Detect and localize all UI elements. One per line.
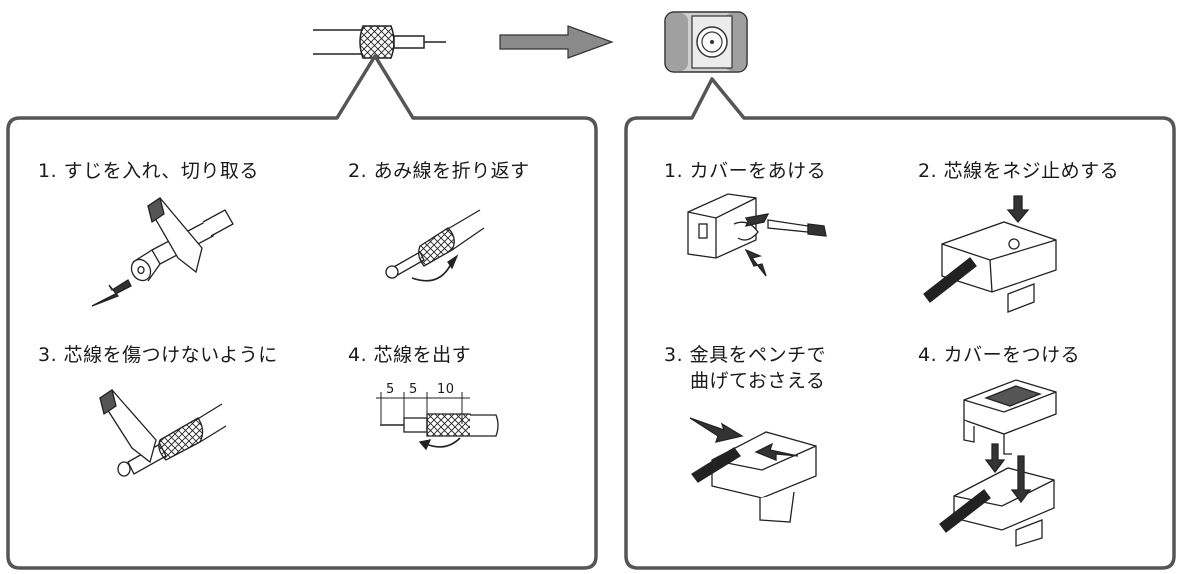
- open-cover-illustration: [687, 193, 827, 277]
- step-label-open-cover: 1. カバーをあける: [664, 160, 827, 182]
- cut-sheath-illustration: [91, 196, 234, 307]
- careful-cut-illustration: [99, 388, 227, 477]
- step-label-crimp: 3. 金具をペンチで: [664, 344, 827, 366]
- step-label-fold: 2. あみ線を折り返す: [348, 160, 530, 182]
- left-panel: [6, 54, 598, 570]
- dimension-10: 10: [437, 382, 455, 397]
- step-label-careful: 3. 芯線を傷つけないように: [38, 344, 278, 366]
- step-label-expose: 4. 芯線を出す: [348, 344, 472, 366]
- crimp-bracket-illustration: [689, 417, 817, 523]
- step-label-cut: 1. すじを入れ、切り取る: [38, 160, 259, 182]
- step-label-crimp-line2: 曲げておさえる: [690, 370, 826, 392]
- exposed-conductor-illustration: [376, 392, 499, 451]
- fold-mesh-illustration: [385, 209, 485, 282]
- right-panel: [624, 77, 1176, 570]
- step-label-screw: 2. 芯線をネジ止めする: [918, 160, 1120, 182]
- connector-illustration: [664, 11, 748, 73]
- right-arrow-icon: [499, 25, 614, 59]
- coax-cable-illustration: [313, 25, 446, 59]
- dimension-5a: 5: [386, 382, 395, 397]
- close-cover-illustration: [939, 379, 1057, 547]
- screw-wire-illustration: [923, 195, 1057, 313]
- step-label-close-cover: 4. カバーをつける: [918, 344, 1081, 366]
- dimension-5b: 5: [409, 382, 418, 397]
